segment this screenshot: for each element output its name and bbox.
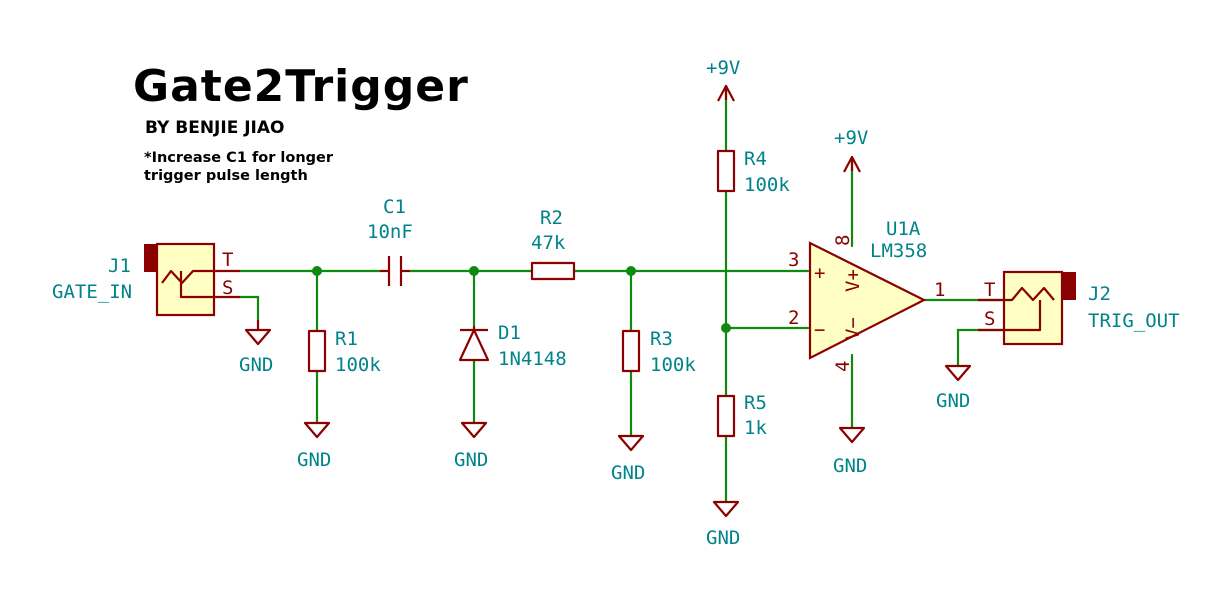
- design-note-line1: *Increase C1 for longer: [144, 150, 334, 166]
- resistor-r4-ref: R4: [744, 148, 767, 170]
- opamp-u1a-value: LM358: [870, 240, 927, 262]
- opamp-u1a-ref: U1A: [886, 218, 921, 240]
- design-note-line2: trigger pulse length: [144, 168, 308, 184]
- opamp-u1a-pin-8: 8: [832, 235, 854, 246]
- junction-dot: [626, 266, 636, 276]
- jack-j2-value: TRIG_OUT: [1088, 310, 1180, 332]
- ground-label: GND: [936, 390, 970, 412]
- ground-icon: [712, 500, 740, 518]
- opamp-u1a-plus-sign: +: [814, 262, 825, 284]
- resistor-r3-body: [621, 329, 641, 373]
- opamp-u1a-vminus-label: V−: [842, 317, 864, 340]
- ground-icon: [838, 426, 866, 444]
- jack-j1-ref: J1: [108, 255, 131, 277]
- ground-icon: [460, 421, 488, 439]
- ground-j2: GND: [936, 364, 972, 412]
- jack-j2-body: [1002, 270, 1064, 346]
- vcc-label: +9V: [834, 127, 868, 149]
- jack-j2-tab: [1062, 272, 1076, 300]
- vcc-label: +9V: [706, 57, 740, 79]
- ground-u1a: GND: [833, 426, 867, 477]
- ground-icon: [303, 421, 331, 439]
- jack-j1-tab: [144, 244, 158, 272]
- diode-d1-ref: D1: [498, 322, 521, 344]
- schematic-title: Gate2Trigger: [133, 61, 469, 112]
- jack-j2-pin-tip: T: [984, 279, 995, 301]
- ground-r3: GND: [611, 434, 645, 484]
- ground-icon: [617, 434, 645, 452]
- opamp-u1a-pin-3: 3: [788, 249, 799, 271]
- diode-d1-value: 1N4148: [498, 348, 567, 370]
- ground-label: GND: [454, 449, 488, 471]
- jack-j1-pin-tip: T: [222, 249, 233, 271]
- jack-j2-sleeve-contact: [1004, 300, 1042, 332]
- ground-label: GND: [611, 462, 645, 484]
- jack-j1: T S J1 GATE_IN: [52, 242, 240, 317]
- capacitor-c1: C1 10nF: [367, 196, 413, 286]
- jack-j1-pin-sleeve: S: [222, 277, 233, 299]
- schematic-author: BY BENJIE JIAO: [145, 118, 285, 138]
- resistor-r1: R1 100k: [307, 328, 381, 376]
- resistor-r4-body: [716, 149, 736, 193]
- resistor-r2-ref: R2: [540, 207, 563, 229]
- ground-label: GND: [833, 455, 867, 477]
- junction-dot: [312, 266, 322, 276]
- resistor-r4-value: 100k: [744, 174, 790, 196]
- jack-j1-tip-contact: [161, 269, 214, 285]
- diode-d1: D1 1N4148: [458, 322, 567, 370]
- ground-icon: [244, 328, 272, 346]
- resistor-r5: R5 1k: [716, 392, 767, 439]
- resistor-r1-body: [307, 329, 327, 373]
- resistor-r2-body: [530, 261, 576, 281]
- resistor-r2: R2 47k: [530, 207, 576, 281]
- resistor-r1-ref: R1: [335, 328, 358, 350]
- junction-dot: [469, 266, 479, 276]
- ground-j1: GND: [239, 320, 273, 376]
- resistor-r5-value: 1k: [744, 417, 767, 439]
- ground-label: GND: [239, 354, 273, 376]
- resistor-r5-ref: R5: [744, 392, 767, 414]
- jack-j2-tip-contact: [1004, 286, 1055, 302]
- resistor-r3-value: 100k: [650, 354, 696, 376]
- ground-label: GND: [297, 449, 331, 471]
- resistor-r3: R3 100k: [621, 328, 696, 376]
- resistor-r5-body: [716, 394, 736, 438]
- jack-j1-sleeve-contact: [179, 271, 214, 299]
- resistor-r4: R4 100k: [716, 148, 790, 196]
- opamp-u1a-pin-1: 1: [934, 279, 945, 301]
- power-vcc-r4: +9V: [706, 57, 740, 102]
- ground-label: GND: [706, 527, 740, 549]
- ground-icon: [944, 364, 972, 382]
- opamp-u1a-minus-sign: −: [814, 319, 825, 341]
- jack-j2: T S J2 TRIG_OUT: [978, 270, 1180, 346]
- capacitor-c1-value: 10nF: [367, 221, 413, 243]
- ground-r1: GND: [297, 421, 331, 471]
- jack-j2-pin-sleeve: S: [984, 308, 995, 330]
- diode-d1-body: [458, 328, 490, 362]
- jack-j2-ref: J2: [1088, 283, 1111, 305]
- opamp-u1a-body: [808, 241, 927, 360]
- jack-j1-value: GATE_IN: [52, 281, 132, 303]
- resistor-r2-value: 47k: [531, 232, 566, 254]
- opamp-u1a-pin-2: 2: [788, 307, 799, 329]
- junctions: [312, 266, 731, 333]
- resistor-r1-value: 100k: [335, 354, 381, 376]
- ground-r5: GND: [706, 500, 740, 549]
- power-vcc-u1a: +9V: [834, 127, 868, 173]
- junction-dot: [721, 323, 731, 333]
- opamp-u1a-vplus-label: V+: [842, 269, 864, 292]
- ground-d1: GND: [454, 421, 488, 471]
- opamp-u1a: + − V+ V− 3 2 1 8 4 U1A LM358: [788, 218, 945, 372]
- opamp-u1a-pin-4: 4: [832, 361, 854, 372]
- resistor-r3-ref: R3: [650, 328, 673, 350]
- capacitor-c1-ref: C1: [383, 196, 406, 218]
